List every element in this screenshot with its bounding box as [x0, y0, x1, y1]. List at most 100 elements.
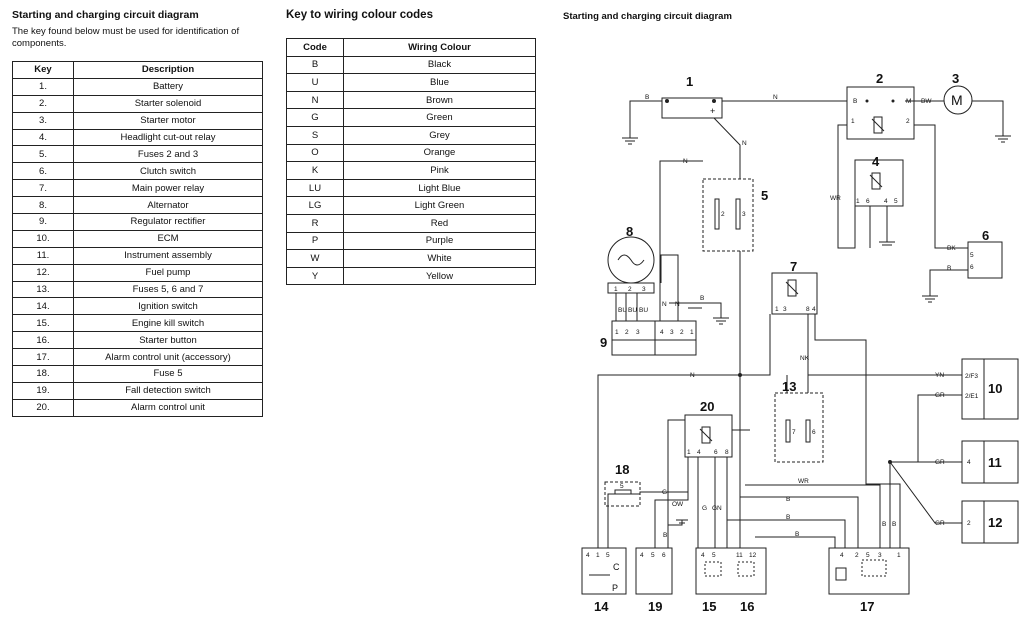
key-table-row: 5.Fuses 2 and 3 [12, 145, 263, 164]
pin-label: 2/E1 [965, 393, 979, 400]
left-title: Starting and charging circuit diagram [12, 9, 199, 21]
wire-group [597, 100, 1011, 548]
component-number-10: 10 [988, 381, 1002, 396]
component-number-5: 5 [761, 188, 768, 203]
alarm-control-accessory-box [828, 547, 910, 595]
component-number-13: 13 [782, 379, 796, 394]
wire-label: WR [798, 478, 809, 485]
component-number-7: 7 [790, 259, 797, 274]
pin-label: B [882, 521, 886, 528]
key-number: 20. [12, 398, 74, 417]
pin-label: 4 [586, 552, 590, 559]
starter-button-symbol [737, 561, 755, 577]
pin-label: 5 [712, 552, 716, 559]
component-number-20: 20 [700, 399, 714, 414]
pin-label: 5 [620, 483, 624, 490]
pin-label: 8 [806, 306, 810, 313]
pin-label: 2 [625, 329, 629, 336]
component-number-14: 14 [594, 599, 609, 614]
fuses-5-6-7-box [774, 392, 824, 463]
regulator-rectifier-box [611, 320, 697, 356]
wire-label: G [702, 505, 707, 512]
fall-detection-switch-box [635, 547, 673, 595]
component-number-11: 11 [988, 455, 1002, 470]
starter-motor-symbol [943, 85, 973, 115]
relay4-coil-symbol [871, 172, 881, 190]
component-number-8: 8 [626, 224, 633, 239]
fuse-3-symbol [735, 198, 741, 230]
pin-label: 4 [812, 306, 816, 313]
pin-label: 1 [775, 306, 779, 313]
solenoid-coil-symbol [873, 116, 883, 134]
key-table-row: 14.Ignition switch [12, 297, 263, 316]
relay7-coil-line [785, 281, 799, 295]
key-table-row: 6.Clutch switch [12, 162, 263, 181]
key-description: Alarm control unit [73, 398, 263, 417]
pin-label: B [892, 521, 896, 528]
pin-label: 6 [812, 429, 816, 436]
key-table-row: 20.Alarm control unit [12, 398, 263, 417]
pin-label: 3 [642, 286, 646, 293]
pin-label: 1 [687, 449, 691, 456]
pin-label: 1 [856, 198, 860, 205]
key-table-row: 1.Battery [12, 77, 263, 96]
wire-label: B [663, 532, 667, 539]
pin-label: BU [618, 307, 627, 314]
pin-label: 11 [736, 552, 743, 559]
wire-label: OW [672, 501, 684, 508]
wire-label: BW [921, 98, 932, 105]
pin-label: 2 [906, 118, 910, 125]
fuse-7-symbol [785, 419, 791, 443]
pin-label: 6 [866, 198, 870, 205]
key-table-header: Key Description [12, 61, 263, 79]
component-number-9: 9 [600, 335, 607, 350]
fuses-2-3-box [702, 178, 754, 252]
wire-label: B [786, 514, 790, 521]
pin-label: 2/F3 [965, 373, 978, 380]
key-table-row: 16.Starter button [12, 331, 263, 350]
pin-label: 7 [792, 429, 796, 436]
battery-plus-sign: + [710, 106, 715, 116]
key-header: Key [12, 61, 74, 79]
pin-label: 1 [596, 552, 600, 559]
wire-label: B [786, 496, 790, 503]
pin-label: 2 [855, 552, 859, 559]
pin-label: 1 [851, 118, 855, 125]
wire-label: B [700, 295, 704, 302]
pin-label: 4 [840, 552, 844, 559]
alarm-switch-symbol [861, 559, 887, 577]
wire-label: N [773, 94, 778, 101]
alarm-module-symbol [835, 567, 847, 581]
pin-label: 2 [967, 520, 971, 527]
component-number-15: 15 [702, 599, 716, 614]
key-table-row: 2.Starter solenoid [12, 94, 263, 113]
pin-label: 4 [640, 552, 644, 559]
component-number-2: 2 [876, 71, 883, 86]
colour-title: Key to wiring colour codes [286, 9, 433, 21]
key-table-row: 7.Main power relay [12, 179, 263, 198]
kill-switch-starter-button-box [695, 547, 767, 595]
ignition-switch-box [581, 547, 627, 595]
fuse-5-symbol [614, 489, 632, 495]
wire-label: GN [712, 505, 722, 512]
colour-name: Yellow [343, 266, 536, 286]
pin-label: 3 [742, 211, 746, 218]
pin-label: 3 [878, 552, 882, 559]
relay20-coil-line [699, 428, 713, 442]
pin-label: 5 [651, 552, 655, 559]
wire-label: N [662, 301, 667, 308]
wire-label: N [742, 140, 747, 147]
component-number-6: 6 [982, 228, 989, 243]
pin-label: 2 [721, 211, 725, 218]
wire-label: GR [935, 459, 945, 466]
wire-label: B [645, 94, 649, 101]
pin-label: 1 [690, 329, 694, 336]
key-table-row: 11.Instrument assembly [12, 246, 263, 265]
